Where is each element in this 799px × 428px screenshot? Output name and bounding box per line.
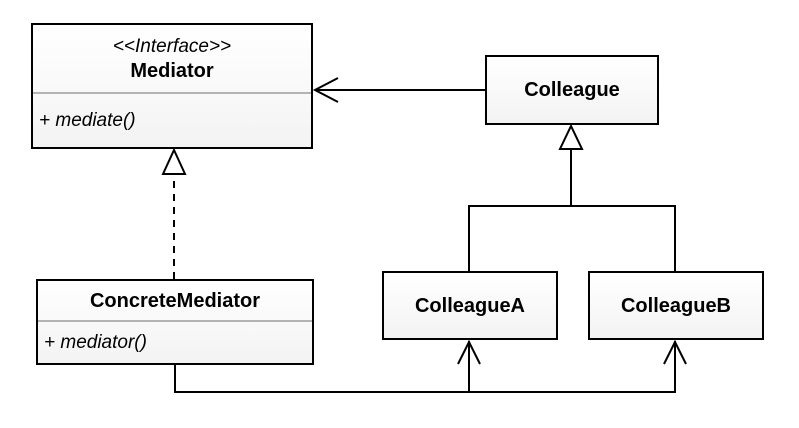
generalization-colleagues-to-colleague (468, 123, 676, 271)
concrete-mediator-title-compartment: ConcreteMediator (38, 281, 312, 320)
colleague-b-name-label: ColleagueB (620, 294, 732, 317)
class-box-colleague-b: ColleagueB (588, 271, 764, 340)
concrete-mediator-method-mediator: + mediator() (44, 331, 147, 353)
mediator-stereotype-label: <<Interface>> (112, 35, 232, 57)
open-arrowhead-up-icon (663, 339, 687, 365)
mediator-members-compartment: + mediate() (33, 92, 311, 147)
generalization-branch-lines (468, 205, 676, 271)
hollow-triangle-arrowhead-icon (558, 123, 584, 150)
concrete-mediator-name-label: ConcreteMediator (89, 289, 261, 312)
open-arrowhead-left-icon (312, 77, 339, 103)
hollow-triangle-arrowhead-icon (161, 147, 187, 175)
association-colleague-to-mediator (312, 77, 485, 103)
colleague-name-label: Colleague (524, 79, 620, 101)
class-box-colleague-a: ColleagueA (382, 271, 558, 340)
mediator-method-mediate: + mediate() (39, 109, 136, 131)
class-box-mediator: <<Interface>> Mediator + mediate() (31, 23, 313, 149)
colleague-a-name-label: ColleagueA (414, 294, 526, 317)
realization-concretemediator-to-mediator (161, 147, 187, 279)
mediator-title-compartment: <<Interface>> Mediator (33, 25, 311, 92)
class-box-concrete-mediator: ConcreteMediator + mediator() (36, 279, 314, 365)
mediator-name-label: Mediator (130, 59, 214, 82)
concrete-mediator-members-compartment: + mediator() (38, 320, 312, 363)
class-box-colleague: Colleague (485, 55, 659, 125)
open-arrowhead-up-icon (457, 339, 481, 365)
